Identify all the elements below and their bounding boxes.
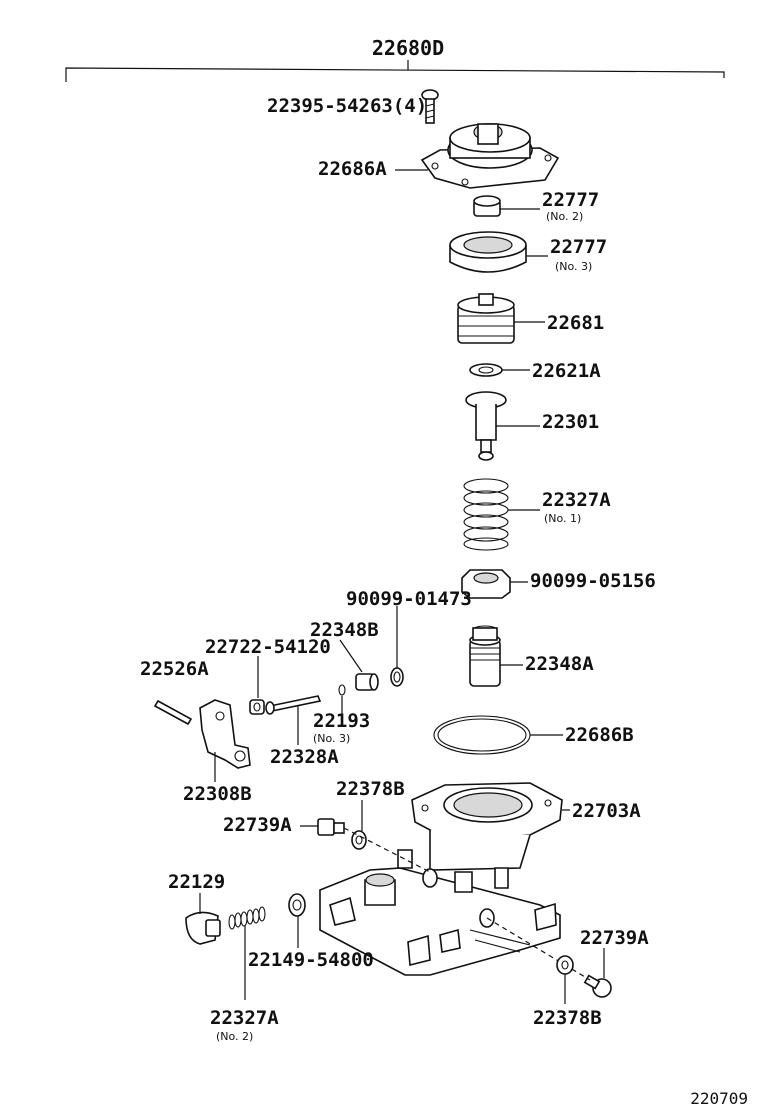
nut-drawing [461,569,511,599]
gasket-washer-drawing [288,893,306,917]
label-p13: 22526A [140,658,209,680]
gasket-drawing [433,715,531,755]
label-p21: 22739A [223,814,292,836]
label-p10: 90099-01473 [346,588,472,610]
note-p08: (No. 1) [544,512,581,525]
label-p08: 22327A [542,489,611,511]
note-p03: (No. 2) [546,210,583,223]
bushing-drawing [249,699,265,715]
label-p04: 22777 [550,236,607,258]
label-p26: 22378B [533,1007,602,1029]
label-p22: 22129 [168,871,225,893]
note-p04: (No. 3) [555,260,592,273]
note-p15: (No. 3) [313,732,350,745]
governor-cover-drawing [420,123,560,189]
label-p20: 22703A [572,800,641,822]
assembly-number: 22680D [372,36,444,60]
label-p02: 22686A [318,158,387,180]
label-p17: 22686B [565,724,634,746]
label-p09: 90099-05156 [530,570,656,592]
o-ring-drawing [390,667,404,687]
label-p24: 22739A [580,927,649,949]
plug-bolt-drawing [317,818,431,873]
cap-drawing [473,195,501,217]
label-p18: 22308B [183,783,252,805]
note-p25: (No. 2) [216,1030,253,1043]
label-p07: 22301 [542,411,599,433]
plug-drawing [355,673,379,691]
label-p16: 22328A [270,746,339,768]
label-p06: 22621A [532,360,601,382]
label-p15: 22193 [313,710,370,732]
lever-drawing [199,699,251,769]
label-p25: 22327A [210,1007,279,1029]
spring-drawing [463,478,509,551]
label-p14: 22348A [525,653,594,675]
valve-body-drawing [457,293,515,344]
label-p01: 22395-54263(4) [267,95,427,117]
assembly-bracket [65,67,725,82]
label-p05: 22681 [547,312,604,334]
washer-lower-drawing [556,955,574,975]
label-p11: 22348B [310,619,379,641]
label-p19: 22378B [336,778,405,800]
small-o-ring-drawing [338,684,346,696]
cap-plug-drawing [185,911,221,945]
small-spring-drawing [228,906,266,930]
valve-drawing [465,391,507,461]
pin-drawing [153,699,193,726]
screw-drawing [421,89,439,124]
washer-upper-drawing [351,830,367,850]
label-p12: 22722-54120 [205,636,331,658]
washer-drawing [469,363,503,377]
label-p23: 22149-54800 [248,949,374,971]
bolt-right-drawing [486,917,612,998]
fitting-drawing [469,625,501,687]
ring-drawing [449,231,527,273]
figure-reference: 220709 [690,1089,748,1108]
governor-housing-drawing [319,782,563,976]
label-p03: 22777 [542,189,599,211]
shaft-drawing [265,695,322,715]
